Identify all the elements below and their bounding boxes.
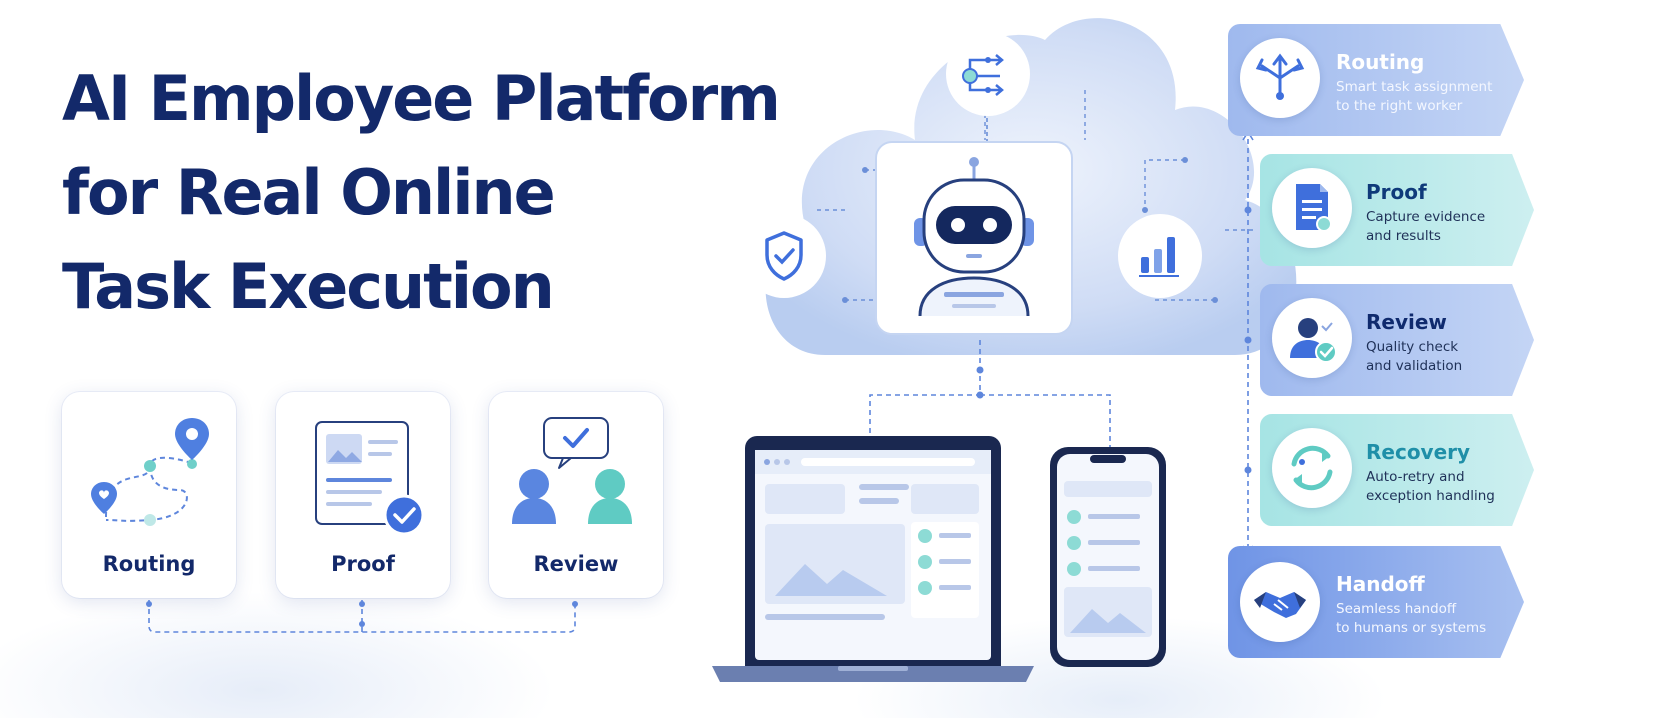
device-connector-lines (869, 340, 1111, 448)
step-routing-title: Routing (1336, 50, 1425, 74)
user-check-icon (1290, 318, 1337, 363)
step-routing-desc: Smart task assignment to the right worke… (1336, 78, 1516, 116)
workflow-icon (946, 32, 1030, 116)
step-review-icon-wrap (1272, 298, 1352, 378)
reviewers-chat-check-icon (512, 417, 632, 524)
step-handoff-desc: Seamless handoff to humans or systems (1336, 600, 1516, 638)
laptop-base (712, 666, 1034, 682)
route-map-pin-icon (91, 418, 209, 526)
title-line-1: AI Employee Platform (62, 62, 781, 135)
step-proof-title: Proof (1366, 180, 1427, 204)
step-handoff-icon-wrap (1240, 562, 1320, 642)
step-recovery-icon-wrap (1272, 428, 1352, 508)
page-title: AI Employee Platform for Real Online Tas… (62, 52, 782, 334)
feature-card-proof: Proof (276, 392, 450, 598)
shield-check-icon (742, 214, 826, 298)
step-proof-desc-2: and results (1366, 228, 1441, 244)
laptop-screen-content (755, 450, 991, 660)
step-recovery-desc-1: Auto-retry and (1366, 469, 1465, 485)
refresh-icon (1291, 445, 1333, 491)
step-review-desc-2: and validation (1366, 358, 1463, 374)
step-recovery-desc-2: exception handling (1366, 488, 1495, 504)
bar-chart-icon (1118, 214, 1202, 298)
feature-label-review: Review (533, 552, 619, 576)
title-line-3: Task Execution (62, 250, 555, 323)
feature-label-proof: Proof (331, 552, 395, 576)
step-recovery-title: Recovery (1366, 440, 1471, 464)
handshake-icon (1254, 592, 1306, 618)
step-routing-desc-2: to the right worker (1336, 98, 1463, 114)
step-handoff-desc-2: to humans or systems (1336, 620, 1487, 636)
step-handoff-desc-1: Seamless handoff (1336, 601, 1457, 617)
step-recovery-desc: Auto-retry and exception handling (1366, 468, 1546, 506)
step-review-desc-1: Quality check (1366, 339, 1459, 355)
step-review-title: Review (1366, 310, 1447, 334)
step-proof-desc-1: Capture evidence (1366, 209, 1486, 225)
document-icon (1296, 184, 1332, 232)
feature-label-routing: Routing (102, 552, 196, 576)
phone-screen-content (1057, 454, 1159, 660)
feature-card-review: Review (489, 392, 663, 598)
steps-timeline (1242, 130, 1254, 556)
step-proof-desc: Capture evidence and results (1366, 208, 1546, 246)
step-handoff-title: Handoff (1336, 572, 1425, 596)
step-proof-icon-wrap (1272, 168, 1352, 248)
step-routing-desc-1: Smart task assignment (1336, 79, 1493, 95)
step-review-desc: Quality check and validation (1366, 338, 1546, 376)
document-check-icon (315, 421, 425, 536)
feature-card-routing: Routing (62, 392, 236, 598)
robot-icon (875, 141, 1073, 335)
step-routing-icon-wrap (1240, 38, 1320, 118)
feature-connector-lines (146, 600, 578, 633)
arrows-split-icon (1255, 53, 1305, 100)
title-line-2: for Real Online (62, 156, 556, 229)
